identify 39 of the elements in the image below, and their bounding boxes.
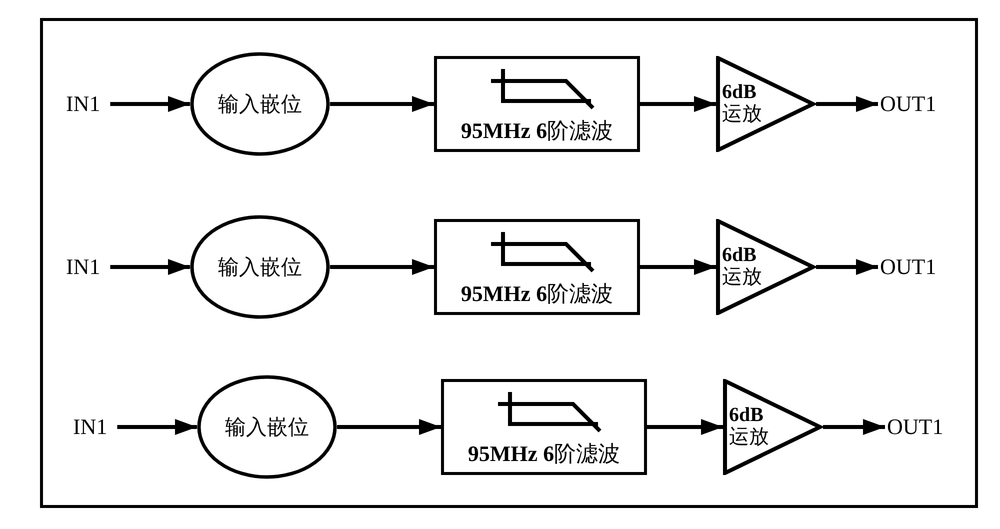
arrow: [816, 259, 878, 275]
block-label: 95MHz 6阶滤波: [460, 118, 614, 144]
arrow: [330, 259, 434, 275]
process-ellipse: [190, 215, 330, 319]
process-ellipse: [197, 375, 337, 479]
output-label: OUT1: [887, 414, 944, 440]
input-label: IN1: [73, 414, 108, 440]
arrow: [640, 96, 716, 112]
arrow: [330, 96, 434, 112]
block-label: 6dB: [729, 404, 764, 426]
arrow: [117, 419, 197, 435]
block-label: 输入嵌位: [218, 91, 302, 117]
filter-block: [434, 219, 640, 315]
arrow: [110, 259, 190, 275]
block-label: 运放: [722, 266, 762, 288]
filter-block: [434, 56, 640, 152]
arrow: [337, 419, 441, 435]
block-label: 输入嵌位: [225, 414, 309, 440]
amplifier-triangle: [723, 379, 823, 475]
block-label: 95MHz 6阶滤波: [468, 441, 620, 467]
block-label: 6dB: [722, 81, 756, 103]
arrow: [640, 259, 716, 275]
amplifier-triangle: [716, 219, 816, 315]
block-label: 输入嵌位: [218, 254, 302, 280]
block-label: 95MHz 6阶滤波: [460, 281, 614, 307]
arrow: [823, 419, 885, 435]
output-label: OUT1: [880, 91, 936, 117]
arrow: [647, 419, 723, 435]
arrow: [110, 96, 190, 112]
process-ellipse: [190, 52, 330, 156]
output-label: OUT1: [880, 254, 936, 280]
amplifier-triangle: [716, 56, 816, 152]
arrow: [816, 96, 878, 112]
input-label: IN1: [66, 254, 100, 280]
block-label: 运放: [722, 103, 762, 125]
block-label: 运放: [729, 426, 769, 448]
input-label: IN1: [66, 91, 100, 117]
filter-block: [441, 379, 647, 475]
block-label: 6dB: [722, 244, 756, 266]
